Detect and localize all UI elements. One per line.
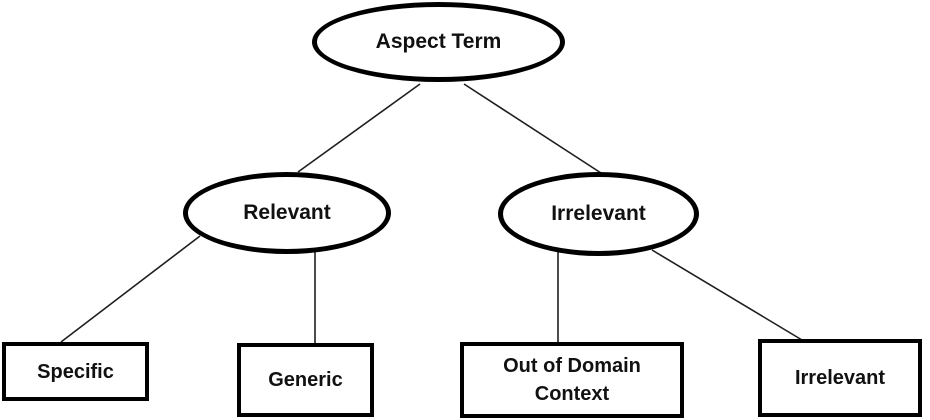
node-aspect-term-label: Aspect Term (375, 30, 502, 53)
node-generic-label: Generic (268, 369, 343, 391)
node-out-of-domain-context: Out of Domain Context (460, 342, 684, 418)
node-relevant-label: Relevant (243, 201, 331, 224)
node-irrelevant-leaf: Irrelevant (758, 339, 922, 417)
edge-root-relevant (297, 83, 421, 173)
node-generic: Generic (237, 343, 374, 417)
node-specific: Specific (2, 342, 149, 401)
node-relevant: Relevant (183, 172, 391, 254)
node-irrelevant-label: Irrelevant (551, 202, 646, 225)
node-aspect-term: Aspect Term (312, 2, 565, 82)
edge-relevant-specific (60, 235, 201, 343)
node-specific-label: Specific (37, 360, 114, 383)
node-irrelevant-leaf-label: Irrelevant (794, 367, 886, 389)
edge-irrelevant-irrelevantbox (651, 249, 803, 341)
edge-root-irrelevant (463, 83, 602, 174)
node-out-of-domain-context-label: Out of Domain Context (503, 355, 641, 405)
node-irrelevant: Irrelevant (498, 172, 699, 256)
